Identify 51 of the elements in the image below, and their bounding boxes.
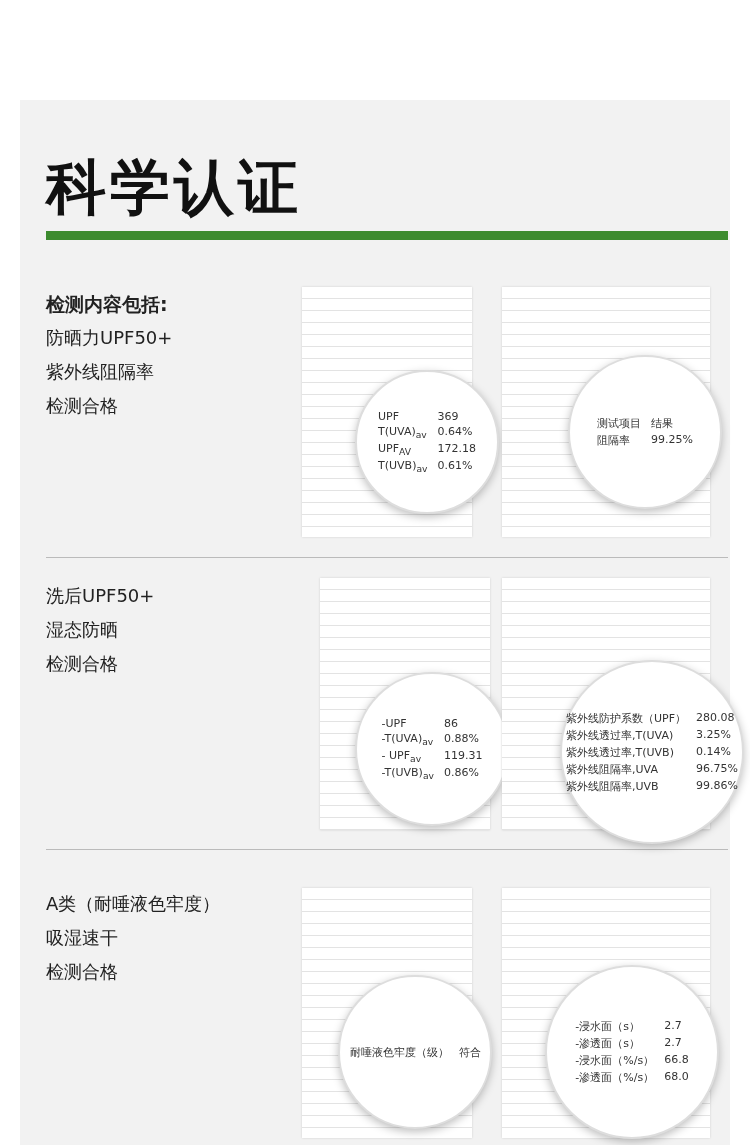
magnified-text: -渗透面（%/s） — [575, 1070, 655, 1085]
magnified-text: 紫外线透过率,T(UVB) — [566, 744, 675, 760]
magnified-text: 99.25% — [651, 433, 693, 448]
magnified-text: 紫外线防护系数（UPF） — [566, 710, 687, 726]
magnified-text: -UPF — [381, 716, 408, 730]
magnified-text: 66.8 — [664, 1053, 689, 1068]
feature-text: A类（耐唾液色牢度） — [46, 892, 221, 916]
magnified-text: 符合 — [458, 1044, 481, 1060]
magnified-text: 紫外线阻隔率,UVA — [566, 761, 659, 777]
magnified-text: 耐唾液色牢度（级） — [349, 1044, 449, 1060]
magnified-text: UPF$_{AV}$ — [378, 441, 412, 458]
magnified-text: 紫外线阻隔率,UVB — [566, 778, 660, 794]
magnified-text: 99.86% — [696, 778, 738, 794]
feature-text: 检测合格 — [46, 394, 118, 418]
feature-text: 洗后UPF50+ — [46, 584, 155, 608]
magnified-text: 172.18 — [437, 441, 476, 457]
feature-text: 防晒力UPF50+ — [46, 326, 173, 350]
magnified-text: 3.25% — [696, 727, 732, 743]
section-heading: 检测内容包括: — [46, 292, 168, 317]
magnified-text: 测试项目 — [597, 416, 641, 431]
magnified-text: 369 — [437, 409, 460, 423]
feature-text: 湿态防晒 — [46, 618, 118, 642]
magnified-text: 86 — [443, 716, 459, 730]
magnified-text: 结果 — [651, 416, 674, 431]
feature-text: 检测合格 — [46, 652, 118, 676]
magnified-text: 2.7 — [664, 1019, 683, 1034]
magnified-text: 96.75% — [696, 761, 738, 777]
magnified-text: -T(UVB)$_{av}$ — [381, 766, 434, 782]
magnified-text: 紫外线透过率,T(UVA) — [566, 727, 675, 743]
feature-text: 紫外线阻隔率 — [46, 360, 154, 384]
magnified-text: T(UVB)$_{av}$ — [378, 459, 428, 475]
magnified-text: 阻隔率 — [597, 433, 631, 448]
feature-text: 吸湿速干 — [46, 926, 118, 950]
magnified-text: 0.61% — [437, 459, 474, 475]
magnified-text: -浸水面（%/s） — [575, 1053, 655, 1068]
magnified-text: UPF — [378, 409, 401, 423]
magnified-text: 68.0 — [664, 1070, 689, 1085]
page-title: 科学认证 — [46, 151, 302, 224]
magnified-text: 119.31 — [443, 748, 483, 764]
magnified-text: T(UVA)$_{av}$ — [378, 424, 428, 440]
magnified-text: - UPF$_{av}$ — [381, 748, 423, 765]
magnified-text: -T(UVA)$_{av}$ — [381, 731, 434, 747]
magnified-text: 0.86% — [443, 766, 480, 782]
magnified-text: 280.08 — [696, 710, 736, 726]
magnified-text: -浸水面（s） — [575, 1019, 641, 1034]
magnified-text: -渗透面（s） — [575, 1036, 641, 1051]
magnified-text: 0.14% — [696, 744, 732, 760]
magnified-text: 2.7 — [664, 1036, 683, 1051]
magnified-text: 0.64% — [437, 424, 474, 440]
magnified-text: 0.88% — [443, 731, 480, 747]
feature-text: 检测合格 — [46, 960, 118, 984]
